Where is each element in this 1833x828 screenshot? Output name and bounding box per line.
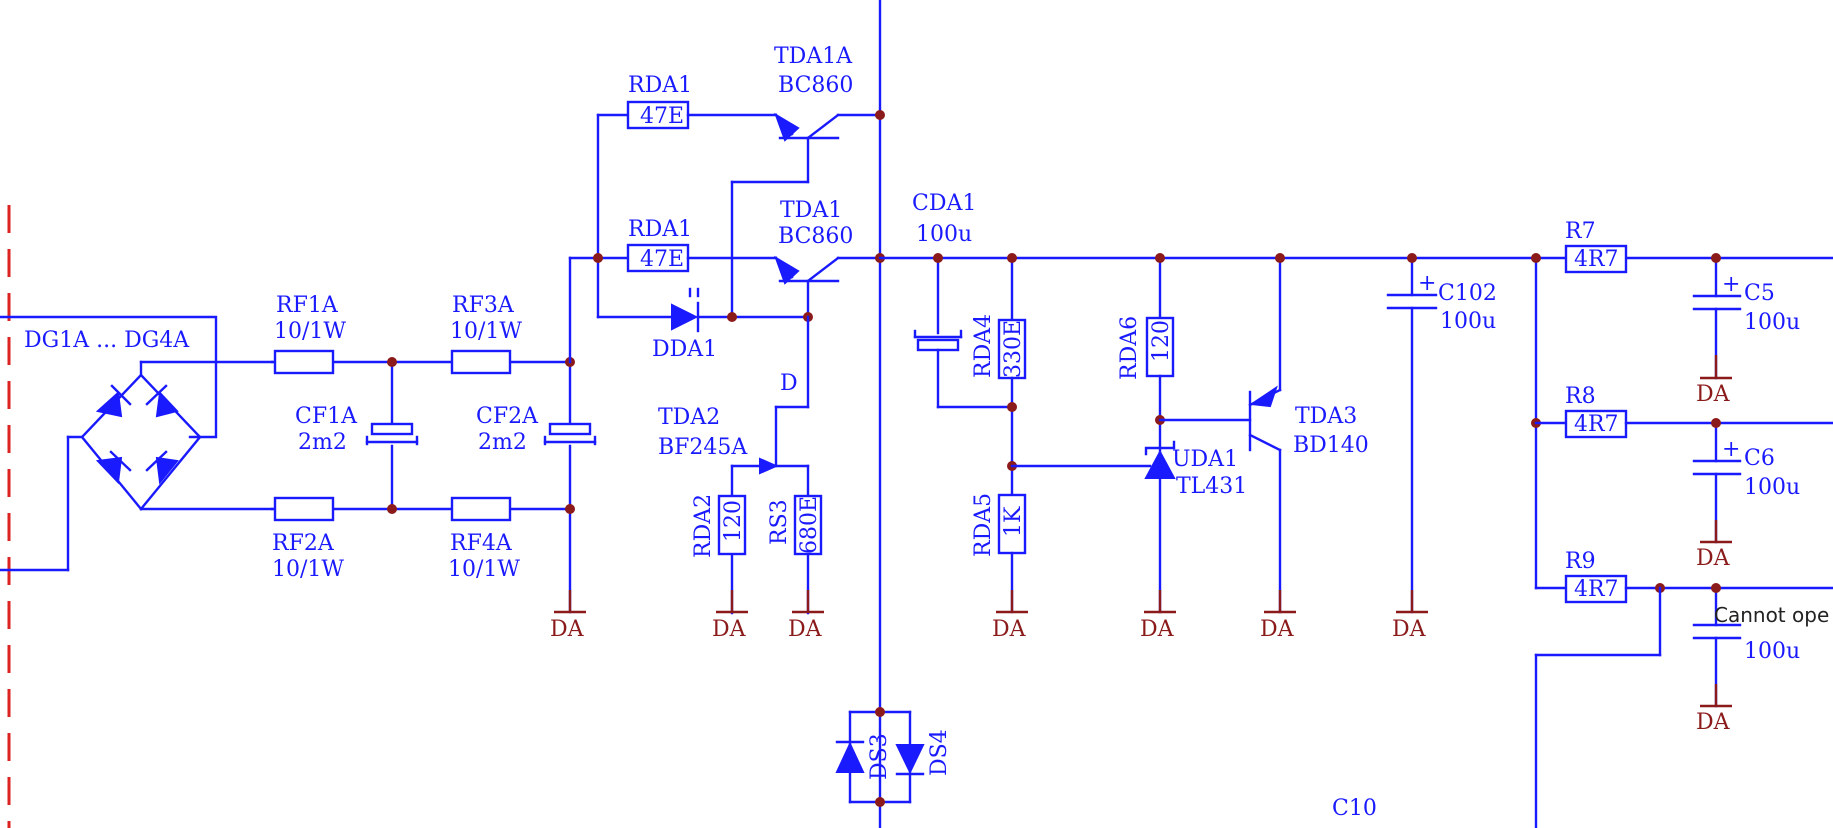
ground-label-10: DA [1696,710,1731,735]
label-cf1a-name: CF1A [295,404,358,429]
label-c5-name: C5 [1744,281,1775,306]
diode-ds4-icon [895,744,925,775]
label-rda1-top-name: RDA1 [628,73,692,98]
resistor-rda5 [997,493,1027,555]
label-cf1a-val: 2m2 [298,430,347,455]
ground-label-8: DA [1696,382,1731,407]
label-tda1a-name: TDA1A [774,44,853,69]
label-rda1-bot-name: RDA1 [628,217,692,242]
label-r9-name: R9 [1565,549,1596,574]
label-c6-val: 100u [1744,475,1800,500]
label-c6-name: C6 [1744,446,1775,471]
label-r7-name: R7 [1565,219,1596,244]
label-rda6-val: 120 [1149,320,1174,362]
label-rf3a-name: RF3A [452,293,515,318]
diode-ds3-icon [835,741,865,773]
c102-plus-sign: + [1418,271,1436,296]
label-cf2a-val: 2m2 [478,430,527,455]
label-c5-val: 100u [1744,310,1800,335]
label-c102-name: C102 [1438,281,1497,306]
diode-dg1-icon [95,390,123,418]
label-rf2a-name: RF2A [272,531,335,556]
label-r9-val: 4R7 [1574,577,1619,602]
label-rda2-name: RDA2 [691,494,716,558]
label-rf4a-name: RF4A [450,531,513,556]
label-rf3a-val: 10/1W [450,319,522,344]
led-dda1-icon [671,303,699,331]
label-rda4-name: RDA4 [971,314,996,378]
label-rda6-name: RDA6 [1117,316,1142,380]
resistor-rf3a [450,349,512,375]
label-cda1-name: CDA1 [912,191,976,216]
label-rf1a-val: 10/1W [274,319,346,344]
label-rda5-name: RDA5 [971,493,996,557]
label-rs3-val: 680E [797,496,822,554]
label-tda1-val: BC860 [778,224,853,249]
shunt-regulator-uda1-icon [1144,449,1176,479]
label-tda1-name: TDA1 [780,198,842,223]
label-cda1-val: 100u [916,222,972,247]
label-tda2-name: TDA2 [658,405,720,430]
label-dda1: DDA1 [652,337,717,362]
resistor-r7 [1564,244,1628,274]
label-d-pin: D [780,371,798,396]
transistor-tda3-icon [1249,385,1278,408]
label-cf2a-name: CF2A [476,404,539,429]
label-c102-val: 100u [1440,309,1496,334]
capacitor-cf2a [548,422,592,436]
ground-label-6: DA [1260,617,1295,642]
c5-plus-sign: + [1722,272,1740,297]
label-dg: DG1A ... DG4A [24,328,190,353]
resistor-rf2a [273,496,335,522]
label-rf2a-val: 10/1W [272,557,344,582]
ground-label-4: DA [992,617,1027,642]
ground-label-3: DA [788,617,823,642]
c6-plus-sign: + [1722,437,1740,462]
bridge-rectifier [0,315,274,572]
label-tda3-name: TDA3 [1295,404,1357,429]
label-rda1-top-val: 47E [640,104,684,129]
label-c10: C10 [1332,796,1377,821]
resistor-rf4a [450,496,512,522]
label-rf1a-name: RF1A [276,293,339,318]
label-tda1a-val: BC860 [778,73,853,98]
label-tda2-val: BF245A [658,435,748,460]
label-rf4a-val: 10/1W [448,557,520,582]
resistor-rs3 [793,494,823,556]
jfet-tda2-icon [759,457,779,475]
ground-label-2: DA [712,617,747,642]
diode-dg2-icon [155,390,179,418]
label-r7-val: 4R7 [1574,247,1619,272]
label-rda2-val: 120 [721,500,746,542]
capacitor-cda1 [916,338,960,352]
ground-label-9: DA [1696,546,1731,571]
label-c7-val: 100u [1744,639,1800,664]
resistor-rf1a [273,349,335,375]
ground-label-1: DA [550,617,585,642]
overlay-text: Cannot ope [1714,603,1829,627]
label-rs3-name: RS3 [767,499,792,545]
resistor-rda2 [717,494,747,556]
label-r8-val: 4R7 [1574,412,1619,437]
label-rda4-val: 330E [1001,320,1026,378]
ground-label-7: DA [1392,617,1427,642]
label-uda1-val: TL431 [1176,474,1247,499]
label-r8-name: R8 [1565,384,1596,409]
capacitor-cf1a [370,422,414,436]
label-rda5-val: 1K [1001,506,1026,537]
label-uda1-name: UDA1 [1172,447,1238,472]
label-tda3-val: BD140 [1293,433,1369,458]
diode-dg4-icon [155,456,179,485]
diode-dg3-icon [95,456,123,485]
label-ds4: DS4 [927,729,952,776]
ground-label-5: DA [1140,617,1175,642]
resistor-r8 [1564,409,1628,439]
label-ds3: DS3 [867,733,892,780]
label-rda1-bot-val: 47E [640,247,684,272]
